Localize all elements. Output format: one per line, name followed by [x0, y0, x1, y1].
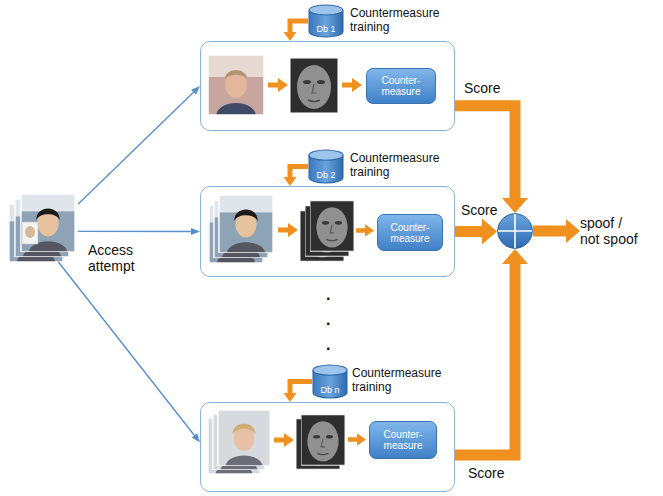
- cylinder-top: [309, 5, 343, 15]
- access-attempt: Access attempt: [8, 194, 78, 262]
- edge-label: Score: [466, 465, 507, 481]
- score-connector: [455, 219, 497, 245]
- arrow-head: [482, 219, 497, 245]
- connector-line: [533, 226, 567, 237]
- process-label: Counter- measure: [370, 75, 432, 97]
- edge-label: Score: [459, 202, 500, 218]
- edge-label-holder: Score: [466, 465, 507, 481]
- process-label: Counter- measure: [373, 429, 433, 451]
- video-frame: [219, 195, 273, 253]
- edge-label-holder: Score: [462, 80, 503, 96]
- connector-line: [455, 106, 515, 199]
- sum-circle: [498, 214, 533, 249]
- connector-line: [58, 262, 195, 436]
- connector-line: [455, 263, 515, 455]
- ellipsis-dot: .: [326, 286, 338, 304]
- blue-connector: [78, 228, 200, 235]
- blue-connector: [78, 86, 200, 204]
- cropped-face: [290, 58, 338, 113]
- connector-line: [290, 382, 312, 395]
- ellipsis-dot: .: [326, 336, 338, 354]
- score-connector: [455, 106, 528, 213]
- database-name: Db 2: [316, 170, 335, 180]
- connector-line: [78, 231, 192, 232]
- countermeasure-box: Counter- measure: [377, 214, 443, 251]
- score-connector: [455, 249, 528, 455]
- database-name: Db n: [320, 385, 339, 395]
- fusion-junction: [497, 213, 533, 249]
- cylinder-top: [309, 150, 343, 160]
- process-arrow: [348, 433, 366, 446]
- input-label: Access attempt: [88, 242, 160, 274]
- connector-line: [78, 92, 194, 205]
- countermeasure-box: Counter- measure: [366, 68, 436, 104]
- arrow-head: [191, 228, 200, 235]
- arrow-head: [502, 249, 528, 264]
- db-connector: [284, 167, 308, 187]
- ellipsis-dot: .: [326, 311, 338, 329]
- countermeasure-pipeline: Counter- measure: [200, 402, 455, 492]
- database-name: Db 1: [316, 24, 335, 34]
- ellipsis-dot-holder: .: [326, 311, 338, 329]
- edge-label-holder: Score: [459, 202, 500, 218]
- training-note: Countermeasure training: [350, 6, 450, 34]
- arrow-head: [191, 86, 200, 95]
- countermeasure-box: Counter- measure: [369, 421, 437, 459]
- process-arrow: [278, 223, 298, 237]
- ellipsis-dot-holder: .: [326, 286, 338, 304]
- arrow-head: [284, 393, 297, 402]
- countermeasure-pipeline: Counter- measure: [200, 41, 455, 131]
- arrow-head: [284, 32, 297, 41]
- training-note-holder: Countermeasure training: [350, 151, 450, 179]
- out-connector: [533, 219, 580, 243]
- db-connector: [284, 382, 312, 403]
- database: Db 2: [308, 149, 344, 184]
- training-note: Countermeasure training: [350, 151, 450, 179]
- training-note-holder: Countermeasure training: [352, 366, 452, 394]
- countermeasure-pipeline: Counter- measure: [200, 186, 455, 277]
- output-label: spoof / not spoof: [580, 215, 642, 247]
- connector-line: [455, 226, 483, 237]
- arrow-head: [284, 177, 297, 186]
- cropped-face: [310, 201, 354, 251]
- process-arrow: [268, 78, 288, 92]
- video-frame: [218, 410, 270, 466]
- held-photo-face: [25, 226, 35, 238]
- sum-symbol: [497, 213, 533, 249]
- arrow-head: [566, 219, 580, 243]
- arrow-head: [192, 433, 200, 442]
- decision-output: spoof / not spoof: [580, 214, 642, 248]
- cylinder-top: [313, 365, 347, 375]
- process-label: Counter- measure: [381, 222, 439, 244]
- held-photo: [22, 222, 38, 244]
- db-connector: [284, 21, 308, 41]
- connector-line: [290, 21, 308, 33]
- connector-line: [290, 167, 308, 179]
- video-frame: [208, 55, 264, 115]
- process-arrow: [274, 433, 294, 447]
- sum-cross: [498, 214, 532, 248]
- access-photo: [21, 194, 75, 252]
- blue-connector: [58, 262, 200, 443]
- training-note: Countermeasure training: [352, 366, 452, 394]
- cropped-face: [301, 415, 345, 465]
- database: Db n: [312, 364, 348, 399]
- process-arrow: [356, 224, 374, 237]
- edge-label: Score: [462, 80, 503, 96]
- database: Db 1: [308, 4, 344, 38]
- training-note-holder: Countermeasure training: [350, 6, 450, 34]
- ellipsis-dot-holder: .: [326, 336, 338, 354]
- arrow-head: [502, 198, 528, 213]
- process-arrow: [342, 78, 362, 92]
